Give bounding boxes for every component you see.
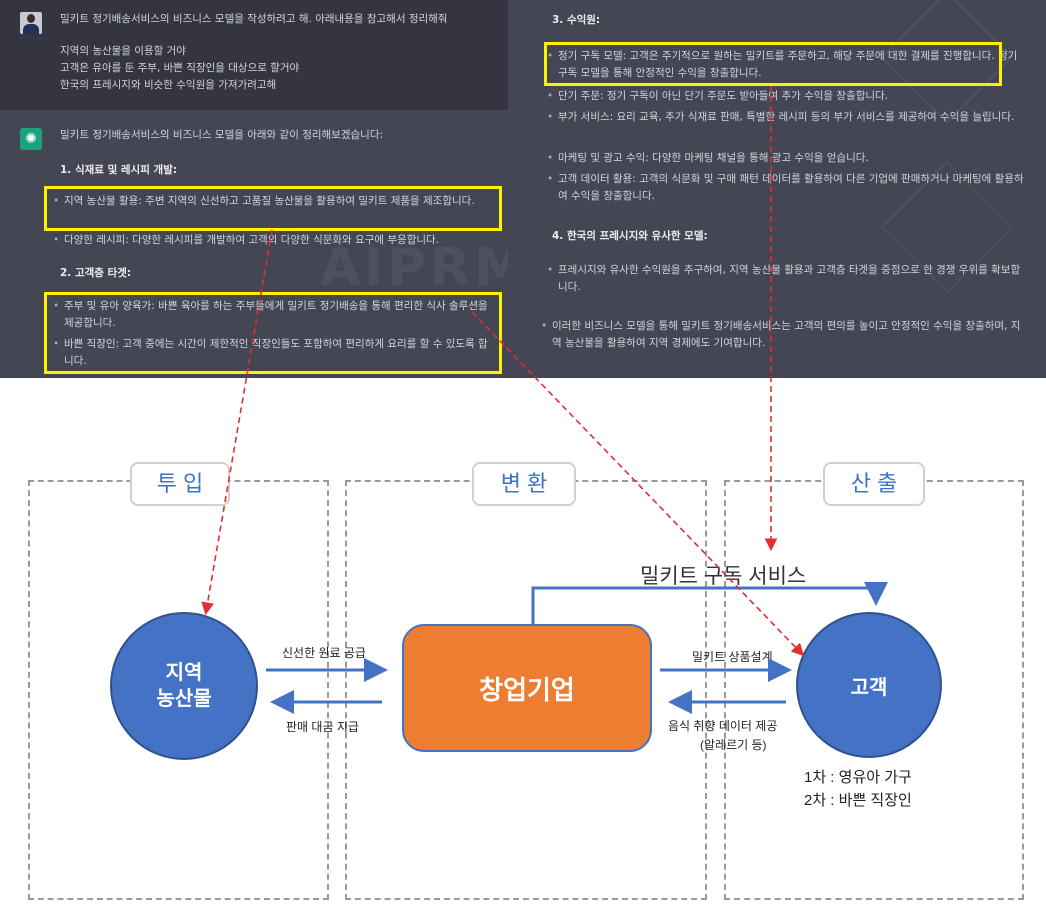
chatgpt-logo-icon: ✺ <box>20 128 42 150</box>
list-item: 마케팅 및 광고 수익: 다양한 마케팅 채널을 통해 광고 수익을 얻습니다. <box>547 150 1028 167</box>
list-item: 고객 데이터 활용: 고객의 식문화 및 구매 패턴 데이터를 활용하여 다른 … <box>547 171 1028 205</box>
target-secondary: 2차 : 바쁜 직장인 <box>804 792 912 809</box>
list-item: 프레시지와 유사한 수익원을 추구하여, 지역 농산물 활용과 고객층 타겟을 … <box>547 262 1028 296</box>
chat-panel-left: AIPRM 밀키트 정기배송서비스의 비즈니스 모델을 작성하려고 해. 아래내… <box>0 0 508 378</box>
user-avatar <box>20 12 42 34</box>
highlight-box <box>44 292 502 374</box>
user-prompt-line: 지역의 농산물을 이용할 거야 <box>60 45 186 57</box>
list-item: 다양한 레시피: 다양한 레시피를 개발하여 고객의 다양한 식문화와 요구에 … <box>53 232 496 249</box>
arrow-label-payment: 판매 대금 지급 <box>286 720 359 734</box>
target-primary: 1차 : 영유아 가구 <box>804 769 912 786</box>
startup-node: 창업기업 <box>402 624 652 752</box>
arrow-label-data-note: (알레르기 등) <box>700 738 767 752</box>
arrow-label-design: 밀키트 상품설계 <box>692 650 773 664</box>
user-message: 밀키트 정기배송서비스의 비즈니스 모델을 작성하려고 해. 아래내용을 참고해… <box>0 0 508 110</box>
zone-input-label: 투 입 <box>130 462 230 506</box>
zone-transform-label: 변 환 <box>472 462 576 506</box>
arrow-label-data: 음식 취향 데이터 제공 <box>668 719 778 733</box>
list-item: 주부 및 유아 양육가: 바쁜 육아를 하는 주부들에게 밀키트 정기배송을 통… <box>53 298 496 332</box>
reference-arrow <box>201 229 273 616</box>
arrow-label-supply: 신선한 원료 공급 <box>282 646 366 660</box>
conclusion-text: 이러한 비즈니스 모델을 통해 밀키트 정기배송서비스는 고객의 편의를 높이고… <box>541 318 1030 352</box>
user-prompt-line: 한국의 프레시지와 비슷한 수익원을 가져가려고해 <box>60 79 277 91</box>
subscription-arrow <box>531 582 888 624</box>
subscription-label: 밀키트 구독 서비스 <box>640 565 807 588</box>
user-prompt-line: 고객은 유아를 둔 주부, 바쁜 직장인을 대상으로 할거야 <box>60 62 300 74</box>
zone-output-label: 산 출 <box>823 462 925 506</box>
list-item: 정기 구독 모델: 고객은 주기적으로 원하는 밀키트를 주문하고, 해당 주문… <box>547 48 1028 82</box>
list-item: 지역 농산물 활용: 주변 지역의 신선하고 고품질 농산물을 활용하여 밀키트… <box>53 193 496 210</box>
section-title: 3. 수익원: <box>552 14 601 26</box>
highlight-box <box>44 186 502 231</box>
local-produce-node: 지역 농산물 <box>110 612 258 760</box>
list-item: 단기 주문: 정기 구독이 아닌 단기 주문도 받아들여 추가 수익을 창출합니… <box>547 88 1028 105</box>
reference-arrow <box>471 311 805 657</box>
list-item: 부가 서비스: 요리 교육, 추가 식재료 판매, 특별한 레시피 등의 부가 … <box>547 109 1028 126</box>
list-item: 바쁜 직장인: 고객 중에는 시간이 제한적인 직장인들도 포함하여 편리하게 … <box>53 336 496 370</box>
section-title: 1. 식재료 및 레시피 개발: <box>60 164 178 176</box>
chat-panel-right: 3. 수익원: 정기 구독 모델: 고객은 주기적으로 원하는 밀키트를 주문하… <box>508 0 1046 378</box>
answer-intro: 밀키트 정기배송서비스의 비즈니스 모델을 아래와 같이 정리해보겠습니다: <box>60 129 384 141</box>
customer-node: 고객 <box>796 612 942 758</box>
user-prompt-line: 밀키트 정기배송서비스의 비즈니스 모델을 작성하려고 해. 아래내용을 참고해… <box>60 13 448 25</box>
section-title: 4. 한국의 프레시지와 유사한 모델: <box>552 230 708 242</box>
highlight-box <box>544 42 1002 86</box>
section-title: 2. 고객층 타겟: <box>60 267 132 279</box>
